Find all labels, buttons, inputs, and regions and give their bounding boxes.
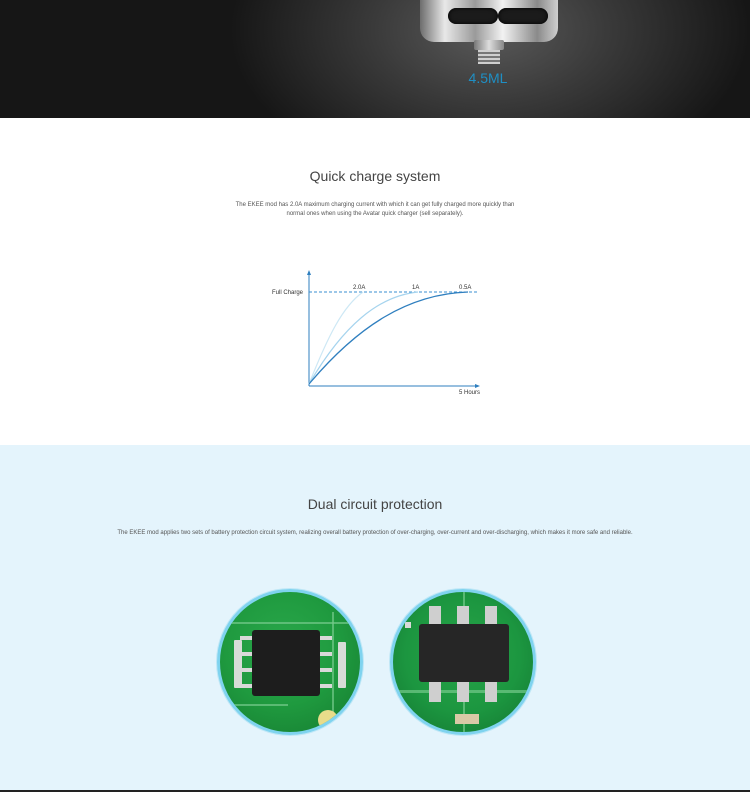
tank-image [420, 0, 558, 42]
series-label: 0.5A [459, 285, 471, 291]
mosfet-photo [390, 589, 536, 735]
quick-charge-description-line: The EKEE mod has 2.0A maximum charging c… [235, 202, 515, 208]
quick-charge-title: Quick charge system [309, 168, 441, 184]
x-axis-arrow [475, 384, 480, 388]
y-axis-label: Full Charge [272, 290, 304, 296]
capacity-label: 4.5ML [468, 70, 508, 86]
series-1a-curve [308, 291, 419, 385]
tank-window [498, 8, 548, 24]
product-hero-banner: 4.5ML [0, 0, 750, 118]
protection-ic-photo [217, 589, 363, 735]
tank-window [448, 8, 498, 24]
page-bottom-border [0, 790, 750, 792]
series-2a-curve [308, 291, 364, 385]
charging-curve-chart: Full Charge 5 Hours 2.0A 1A 0.5A [272, 270, 480, 396]
dual-circuit-section [0, 445, 750, 790]
y-axis-arrow [307, 270, 311, 275]
series-0-5a-curve [308, 291, 469, 385]
x-axis-label: 5 Hours [459, 390, 480, 396]
tank-pin-base [474, 40, 504, 50]
series-label: 2.0A [353, 285, 365, 291]
tank-510-pin [478, 50, 500, 64]
series-label: 1A [412, 285, 419, 291]
quick-charge-description-line: normal ones when using the Avatar quick … [286, 211, 464, 217]
dual-circuit-description: The EKEE mod applies two sets of battery… [117, 530, 633, 536]
quick-charge-description: The EKEE mod has 2.0A maximum charging c… [200, 201, 550, 219]
dual-circuit-title: Dual circuit protection [307, 496, 443, 512]
